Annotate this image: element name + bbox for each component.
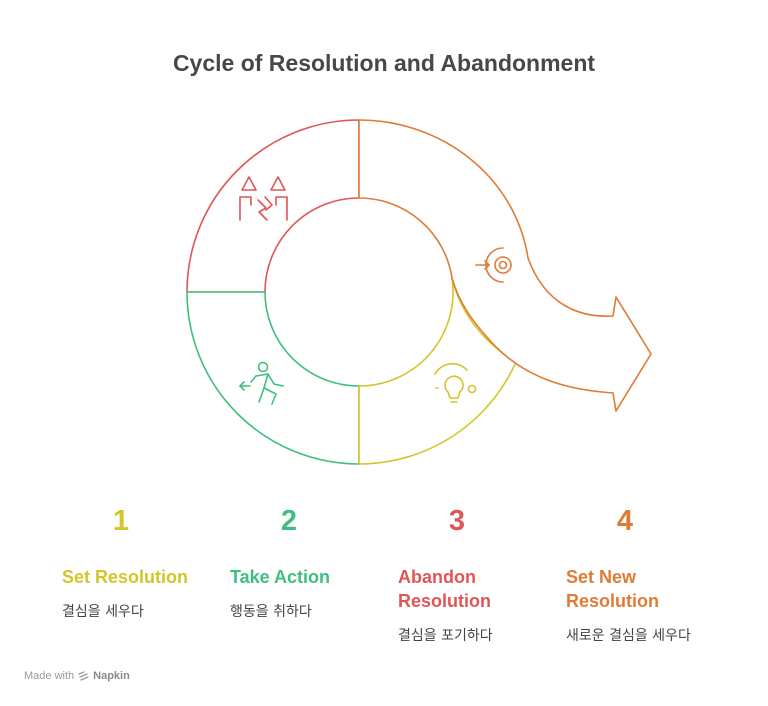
segment-abandon-resolution <box>186 119 360 293</box>
step-description: 행동을 취하다 <box>230 604 312 620</box>
step-abandon-resolution: 3 Abandon Resolution 결심을 포기하다 <box>398 505 563 645</box>
lightbulb-icon <box>434 362 477 403</box>
step-title: Set New Resolution <box>566 567 659 611</box>
broken-arrows-icon <box>239 176 288 221</box>
napkin-logo-icon <box>78 670 89 681</box>
page-title: Cycle of Resolution and Abandonment <box>172 50 596 76</box>
footer-prefix: Made with <box>24 670 75 682</box>
segment-set-new-resolution <box>358 119 652 412</box>
step-number: 4 <box>616 505 634 537</box>
step-number: 2 <box>280 505 298 537</box>
step-take-action: 2 Take Action 행동을 취하다 <box>230 505 395 621</box>
segment-take-action <box>186 291 360 465</box>
step-number: 3 <box>448 505 466 537</box>
footer-brand: Napkin <box>93 670 130 682</box>
running-person-icon <box>239 361 284 405</box>
footer-credit: Made with Napkin <box>24 670 130 682</box>
step-number: 1 <box>112 505 130 537</box>
step-description: 새로운 결심을 세우다 <box>566 628 691 644</box>
step-title: Abandon Resolution <box>398 567 491 611</box>
target-arrow-icon <box>475 247 512 283</box>
step-set-new-resolution: 4 Set New Resolution 새로운 결심을 세우다 <box>566 505 731 645</box>
step-description: 결심을 세우다 <box>62 604 144 620</box>
step-title: Set Resolution <box>62 567 189 587</box>
step-description: 결심을 포기하다 <box>398 628 493 644</box>
step-set-resolution: 1 Set Resolution 결심을 세우다 <box>62 505 227 621</box>
step-title: Take Action <box>230 567 331 587</box>
